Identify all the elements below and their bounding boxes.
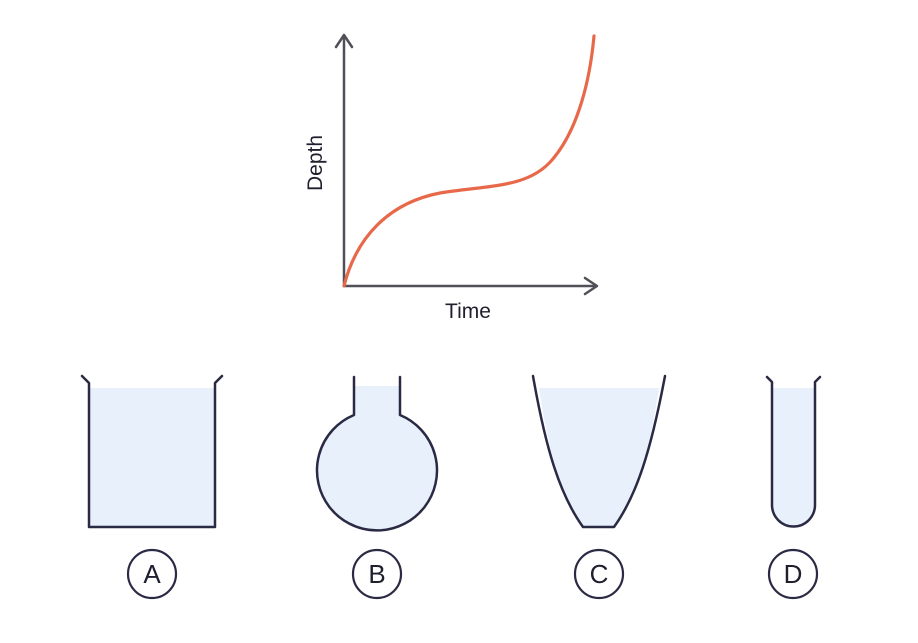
vessel-d-test-tube xyxy=(765,375,822,528)
option-a-circle xyxy=(126,548,178,600)
option-c-circle xyxy=(573,548,625,600)
option-a-letter: A xyxy=(143,559,161,589)
y-axis xyxy=(334,33,354,288)
vessel-b-flask xyxy=(315,375,439,532)
depth-curve xyxy=(342,34,596,288)
vessel-d-water xyxy=(772,388,815,527)
option-d-circle xyxy=(767,548,819,600)
option-d-label: D xyxy=(767,548,819,600)
vessel-b-water xyxy=(317,386,438,531)
vessel-a-water xyxy=(89,388,215,527)
x-axis xyxy=(342,276,599,296)
vessel-c-outline xyxy=(531,374,667,529)
option-b-label: B xyxy=(351,548,403,600)
vessel-a-outline xyxy=(80,374,224,529)
option-d-letter: D xyxy=(784,559,803,589)
vessel-a-beaker xyxy=(80,374,224,529)
option-b-circle xyxy=(351,548,403,600)
option-a-label: A xyxy=(126,548,178,600)
option-c-label: C xyxy=(573,548,625,600)
vessel-c-tapered xyxy=(531,374,667,529)
depth-time-graph: Depth Time xyxy=(304,33,599,323)
y-axis-label: Depth xyxy=(304,135,327,191)
x-axis-label: Time xyxy=(445,300,491,323)
vessel-b-outline xyxy=(315,375,439,532)
vessel-d-outline xyxy=(765,375,822,528)
vessel-c-water xyxy=(539,388,659,527)
option-c-letter: C xyxy=(590,559,609,589)
option-b-letter: B xyxy=(368,559,385,589)
